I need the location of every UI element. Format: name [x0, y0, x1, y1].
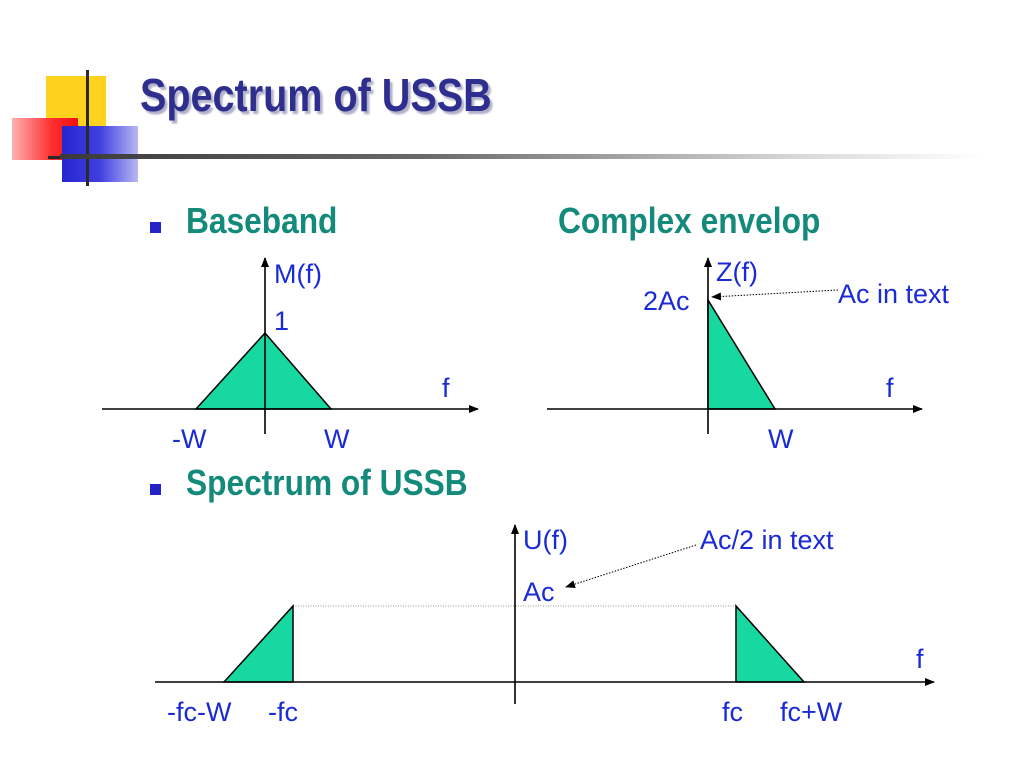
bullet-spectrum-ussb: Spectrum of USSB	[186, 462, 468, 503]
ussb-x-label: f	[916, 644, 924, 674]
envelope-annotation-arrow	[711, 289, 839, 301]
ussb-y-label: U(f)	[523, 525, 568, 555]
ussb-tick-fc: fc	[722, 697, 743, 727]
ussb-peak-label: Ac	[523, 577, 555, 607]
ussb-tick-fc-plus-w: fc+W	[780, 697, 843, 727]
envelope-y-label: Z(f)	[716, 257, 758, 287]
baseband-x-label: f	[442, 373, 450, 403]
ussb-right-triangle	[735, 604, 806, 683]
ussb-tick-neg-fc: -fc	[268, 697, 298, 727]
ussb-annotation-arrow	[565, 544, 697, 589]
heading-complex-envelop: Complex envelop	[558, 200, 821, 241]
baseband-peak-label: 1	[274, 306, 289, 336]
ussb-left-triangle	[222, 604, 294, 683]
bullet-marker	[150, 484, 161, 495]
envelope-annotation: Ac in text	[838, 279, 950, 309]
envelope-triangle	[707, 297, 777, 410]
logo-vertical-line	[86, 70, 89, 186]
bullet-marker	[150, 222, 161, 233]
envelope-peak-label: 2Ac	[643, 286, 690, 316]
envelope-right-tick: W	[768, 424, 794, 454]
baseband-plot: M(f) 1 f -W W	[102, 257, 479, 454]
title-rule	[60, 154, 980, 159]
bullet-baseband: Baseband	[186, 200, 338, 241]
envelope-plot: Z(f) 2Ac Ac in text f W	[547, 257, 950, 454]
baseband-left-tick: -W	[172, 424, 207, 454]
ussb-annotation: Ac/2 in text	[700, 525, 834, 555]
slide-title: Spectrum of USSB	[140, 69, 492, 121]
envelope-x-label: f	[886, 373, 894, 403]
baseband-y-label: M(f)	[274, 259, 322, 289]
ussb-tick-neg-fc-minus-w: -fc-W	[167, 697, 232, 727]
ussb-plot: U(f) Ac Ac/2 in text f -fc-W -fc fc fc+W	[155, 524, 935, 727]
baseband-right-tick: W	[324, 424, 350, 454]
baseband-triangle	[194, 331, 333, 410]
